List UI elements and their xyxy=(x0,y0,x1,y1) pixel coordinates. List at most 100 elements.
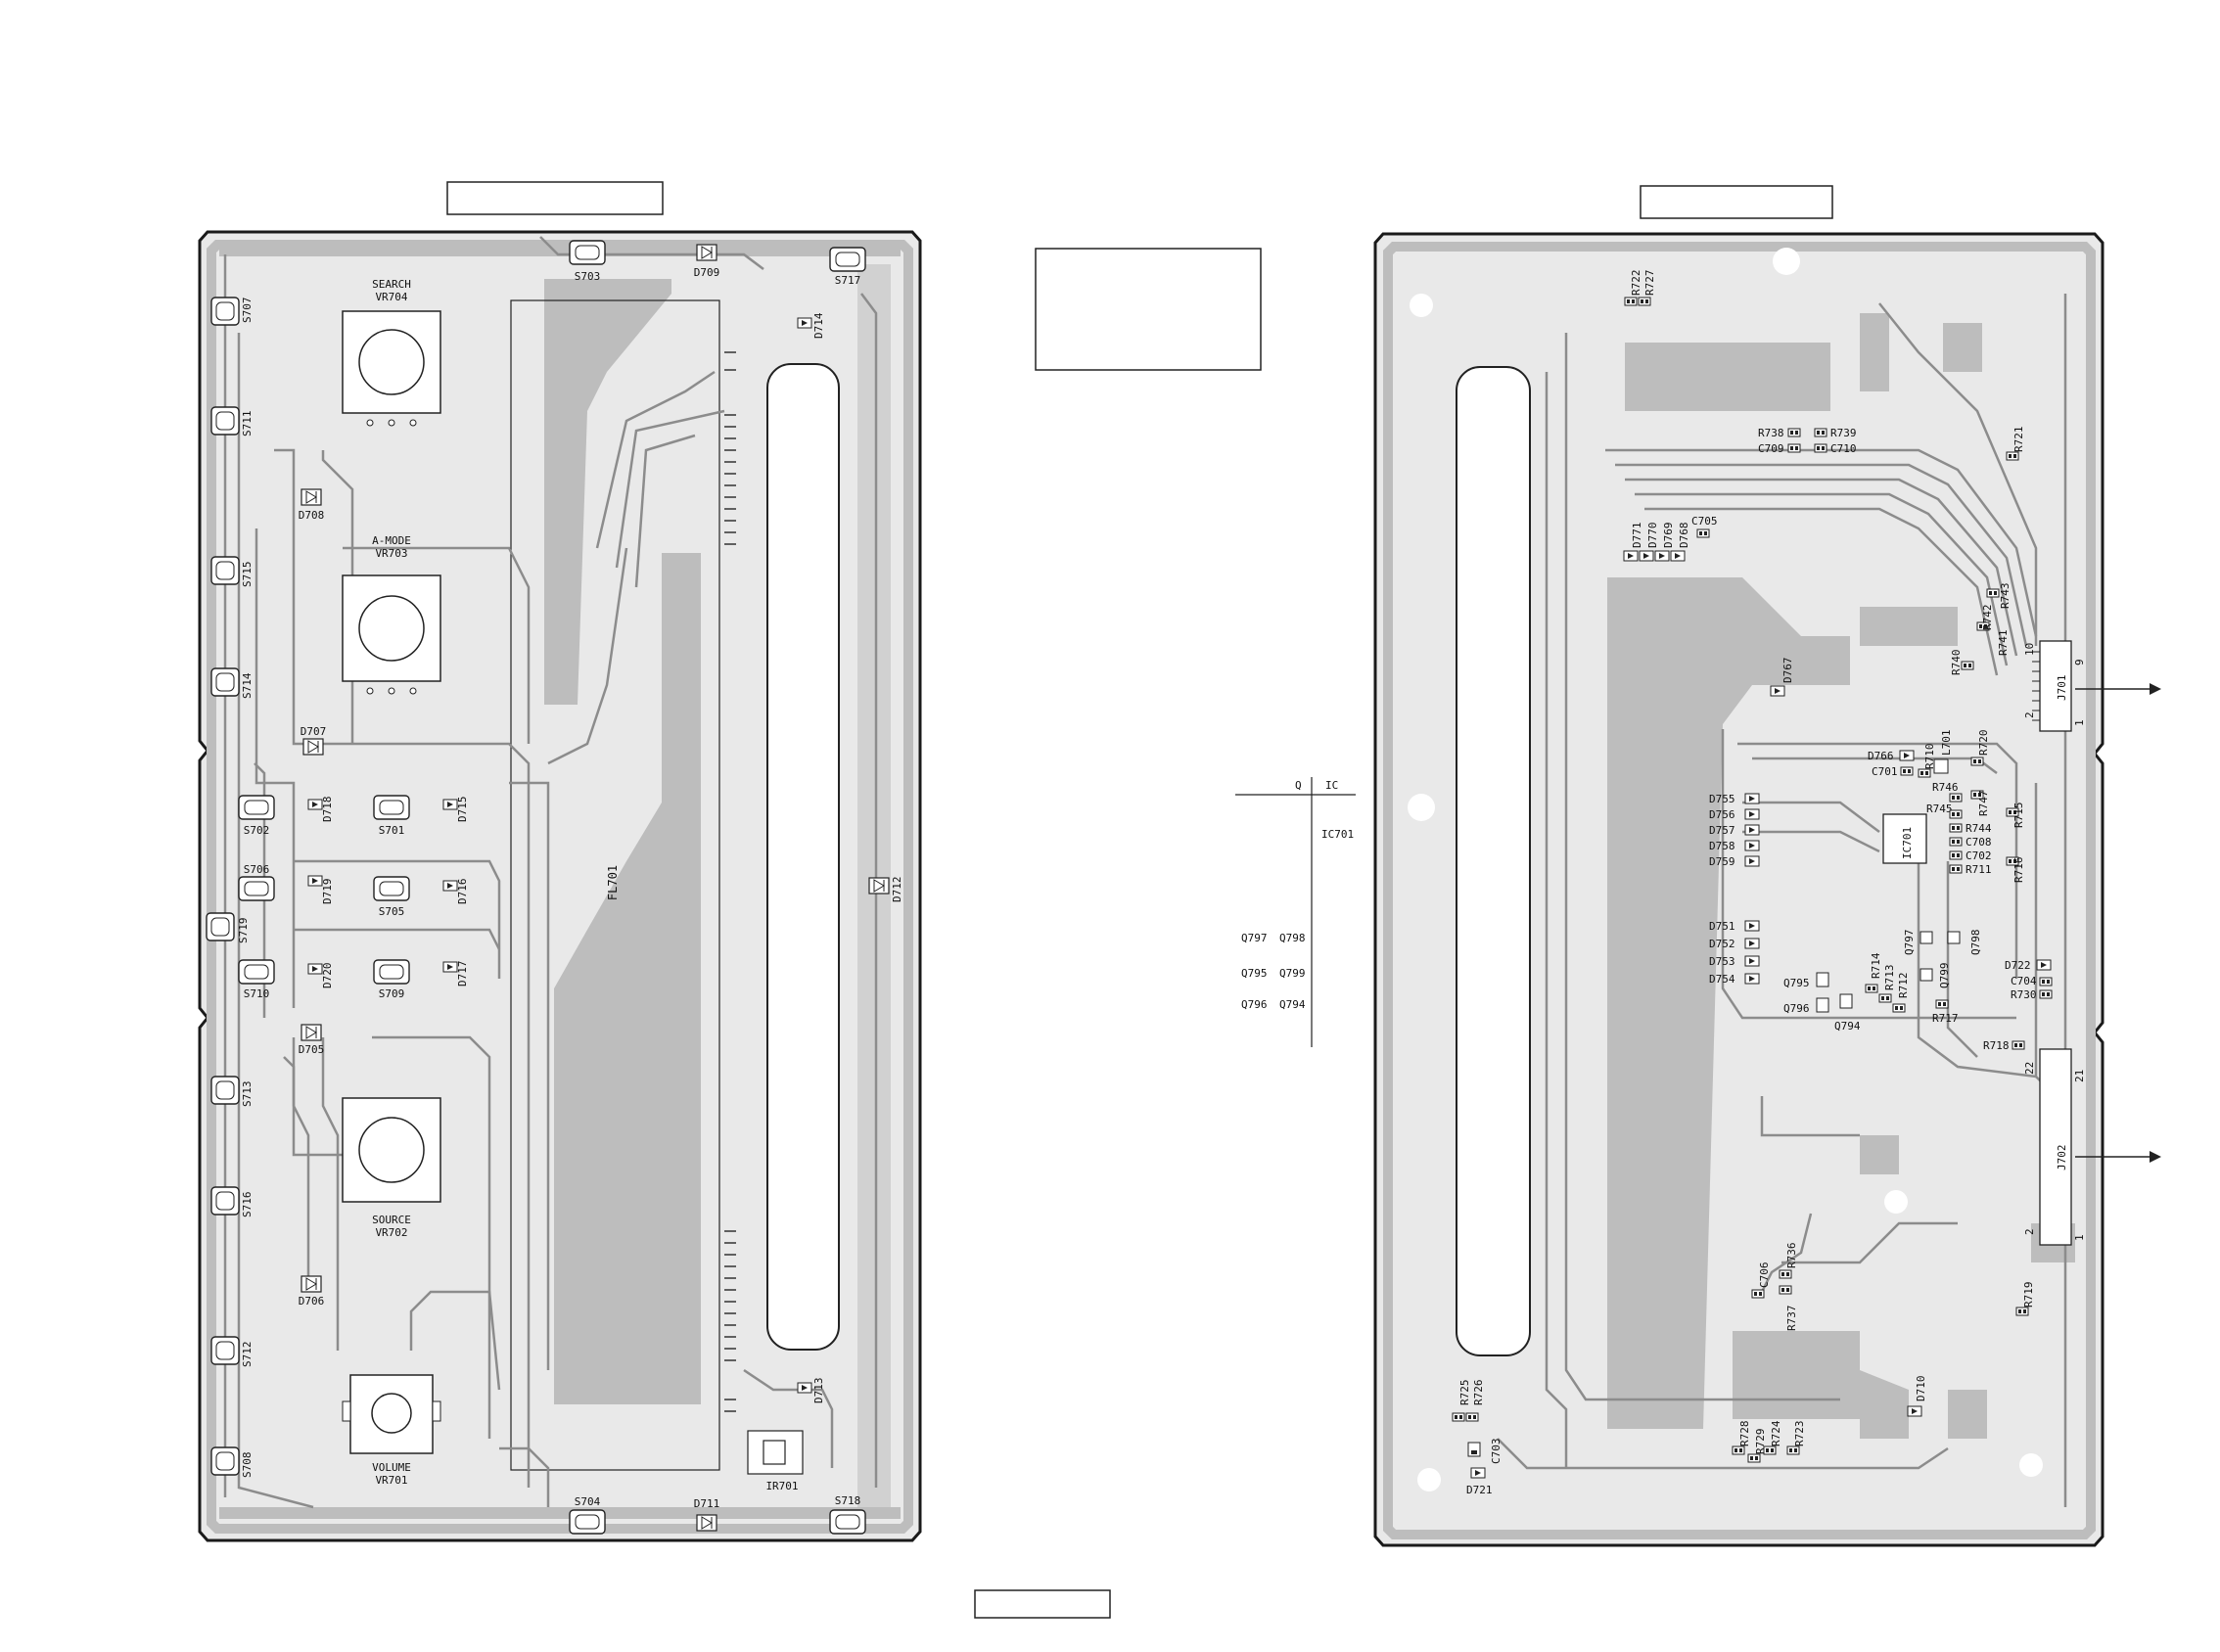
diode-d714: D714 xyxy=(797,312,825,339)
svg-text:L701: L701 xyxy=(1940,730,1953,757)
center-info-box xyxy=(1035,248,1262,371)
diode-d713: D713 xyxy=(797,1378,825,1403)
footer-box xyxy=(974,1589,1111,1619)
encoder-volume[interactable]: VOLUME VR701 xyxy=(342,1374,441,1487)
svg-text:D722: D722 xyxy=(2005,959,2031,972)
svg-text:Q798: Q798 xyxy=(1969,930,1982,956)
encoder-source[interactable]: SOURCE VR702 xyxy=(342,1097,441,1239)
svg-text:D712: D712 xyxy=(891,877,903,903)
switch-s707[interactable]: S707 xyxy=(210,297,254,326)
diode-d720: D720 xyxy=(307,963,334,989)
encoder-search-name: SEARCH xyxy=(372,278,411,291)
svg-text:R740: R740 xyxy=(1950,650,1963,676)
svg-text:R728: R728 xyxy=(1738,1421,1751,1447)
encoder-amode[interactable]: A-MODE VR703 xyxy=(342,534,441,695)
switch-s713[interactable]: S713 xyxy=(210,1076,254,1107)
svg-text:D768: D768 xyxy=(1678,523,1690,549)
svg-text:R741: R741 xyxy=(1997,630,2010,657)
svg-text:D711: D711 xyxy=(694,1497,720,1510)
svg-text:D708: D708 xyxy=(299,509,325,522)
svg-text:R711: R711 xyxy=(1966,863,1992,876)
switch-s706[interactable]: S706 xyxy=(238,863,275,901)
svg-text:R726: R726 xyxy=(1472,1380,1485,1406)
switch-s712[interactable]: S712 xyxy=(210,1336,254,1367)
svg-text:D770: D770 xyxy=(1646,523,1659,549)
diode-d718: D718 xyxy=(307,797,334,823)
switch-s711[interactable]: S711 xyxy=(210,406,254,436)
left-title-box xyxy=(446,181,664,215)
svg-text:D754: D754 xyxy=(1709,973,1735,986)
left-traces xyxy=(223,236,878,1509)
svg-text:S714: S714 xyxy=(241,672,254,699)
fl701-label: FL701 xyxy=(606,865,620,900)
svg-text:S716: S716 xyxy=(241,1192,254,1218)
legend-q795: Q795 xyxy=(1241,967,1268,980)
diode-d705: D705 xyxy=(299,1024,325,1056)
svg-text:D705: D705 xyxy=(299,1043,325,1056)
diode-d715: D715 xyxy=(442,797,469,822)
diode-d711: D711 xyxy=(694,1497,720,1532)
svg-text:IC701: IC701 xyxy=(1901,827,1914,859)
svg-text:S709: S709 xyxy=(379,987,405,1000)
svg-text:D720: D720 xyxy=(321,963,334,989)
legend-ic701: IC701 xyxy=(1321,828,1354,841)
encoder-amode-name: A-MODE xyxy=(372,534,411,547)
switch-s701[interactable]: S701 xyxy=(373,795,410,837)
svg-text:D766: D766 xyxy=(1868,750,1894,762)
svg-text:S701: S701 xyxy=(379,824,405,837)
svg-text:Q794: Q794 xyxy=(1834,1020,1861,1032)
svg-text:D710: D710 xyxy=(1915,1376,1927,1402)
switch-s702[interactable]: S702 xyxy=(238,795,275,837)
svg-text:2: 2 xyxy=(2023,1228,2036,1235)
svg-text:D767: D767 xyxy=(1781,658,1794,684)
switch-s704[interactable]: S704 xyxy=(569,1495,606,1535)
svg-text:D753: D753 xyxy=(1709,955,1735,968)
switch-s703[interactable]: S703 xyxy=(569,240,606,283)
svg-text:D752: D752 xyxy=(1709,938,1735,950)
switch-s710[interactable]: S710 xyxy=(238,959,275,1000)
svg-text:C706: C706 xyxy=(1758,1262,1771,1289)
svg-text:S705: S705 xyxy=(379,905,405,918)
svg-text:S718: S718 xyxy=(835,1494,861,1507)
switch-s709[interactable]: S709 xyxy=(373,959,410,1000)
svg-text:D759: D759 xyxy=(1709,855,1735,868)
svg-text:C702: C702 xyxy=(1966,849,1992,862)
switch-s708[interactable]: S708 xyxy=(210,1446,254,1478)
switch-s705[interactable]: S705 xyxy=(373,876,410,918)
connector-j702: J702 22 21 2 1 xyxy=(2023,1048,2086,1246)
diode-d707: D707 xyxy=(301,725,326,756)
switch-s717[interactable]: S717 xyxy=(829,247,866,287)
svg-text:D719: D719 xyxy=(321,879,334,905)
svg-text:Q796: Q796 xyxy=(1783,1002,1810,1015)
encoder-source-name: SOURCE xyxy=(372,1214,411,1226)
svg-text:21: 21 xyxy=(2073,1070,2086,1082)
legend-header-ic: IC xyxy=(1325,779,1338,792)
svg-text:R719: R719 xyxy=(2022,1282,2035,1308)
svg-text:R738: R738 xyxy=(1758,427,1784,439)
switch-s714[interactable]: S714 xyxy=(210,667,254,699)
switch-s719[interactable]: S719 xyxy=(206,912,250,943)
right-board: J701 10 9 2 1 J702 22 21 2 1 IC701 xyxy=(1373,232,2161,1547)
ir-receiver: IR701 xyxy=(747,1430,804,1492)
svg-text:R747: R747 xyxy=(1977,791,1990,817)
encoder-search[interactable]: SEARCH VR704 xyxy=(342,278,441,427)
svg-text:R715: R715 xyxy=(2012,803,2025,829)
svg-text:2: 2 xyxy=(2023,711,2036,718)
svg-text:J702: J702 xyxy=(2056,1145,2068,1171)
switch-s718[interactable]: S718 xyxy=(829,1494,866,1535)
svg-text:R742: R742 xyxy=(1981,605,1994,631)
switch-s716[interactable]: S716 xyxy=(210,1186,254,1218)
svg-text:R745: R745 xyxy=(1926,803,1953,815)
switch-s715[interactable]: S715 xyxy=(210,556,254,587)
right-traces xyxy=(1497,294,2067,1507)
legend-q794: Q794 xyxy=(1279,998,1306,1011)
svg-text:Q795: Q795 xyxy=(1783,977,1810,989)
diode-d708: D708 xyxy=(299,488,325,522)
svg-text:D757: D757 xyxy=(1709,824,1735,837)
svg-text:Q799: Q799 xyxy=(1938,963,1951,989)
svg-text:R744: R744 xyxy=(1966,822,1992,835)
svg-text:D718: D718 xyxy=(321,797,334,823)
svg-text:R736: R736 xyxy=(1785,1243,1798,1269)
svg-text:S704: S704 xyxy=(575,1495,601,1508)
